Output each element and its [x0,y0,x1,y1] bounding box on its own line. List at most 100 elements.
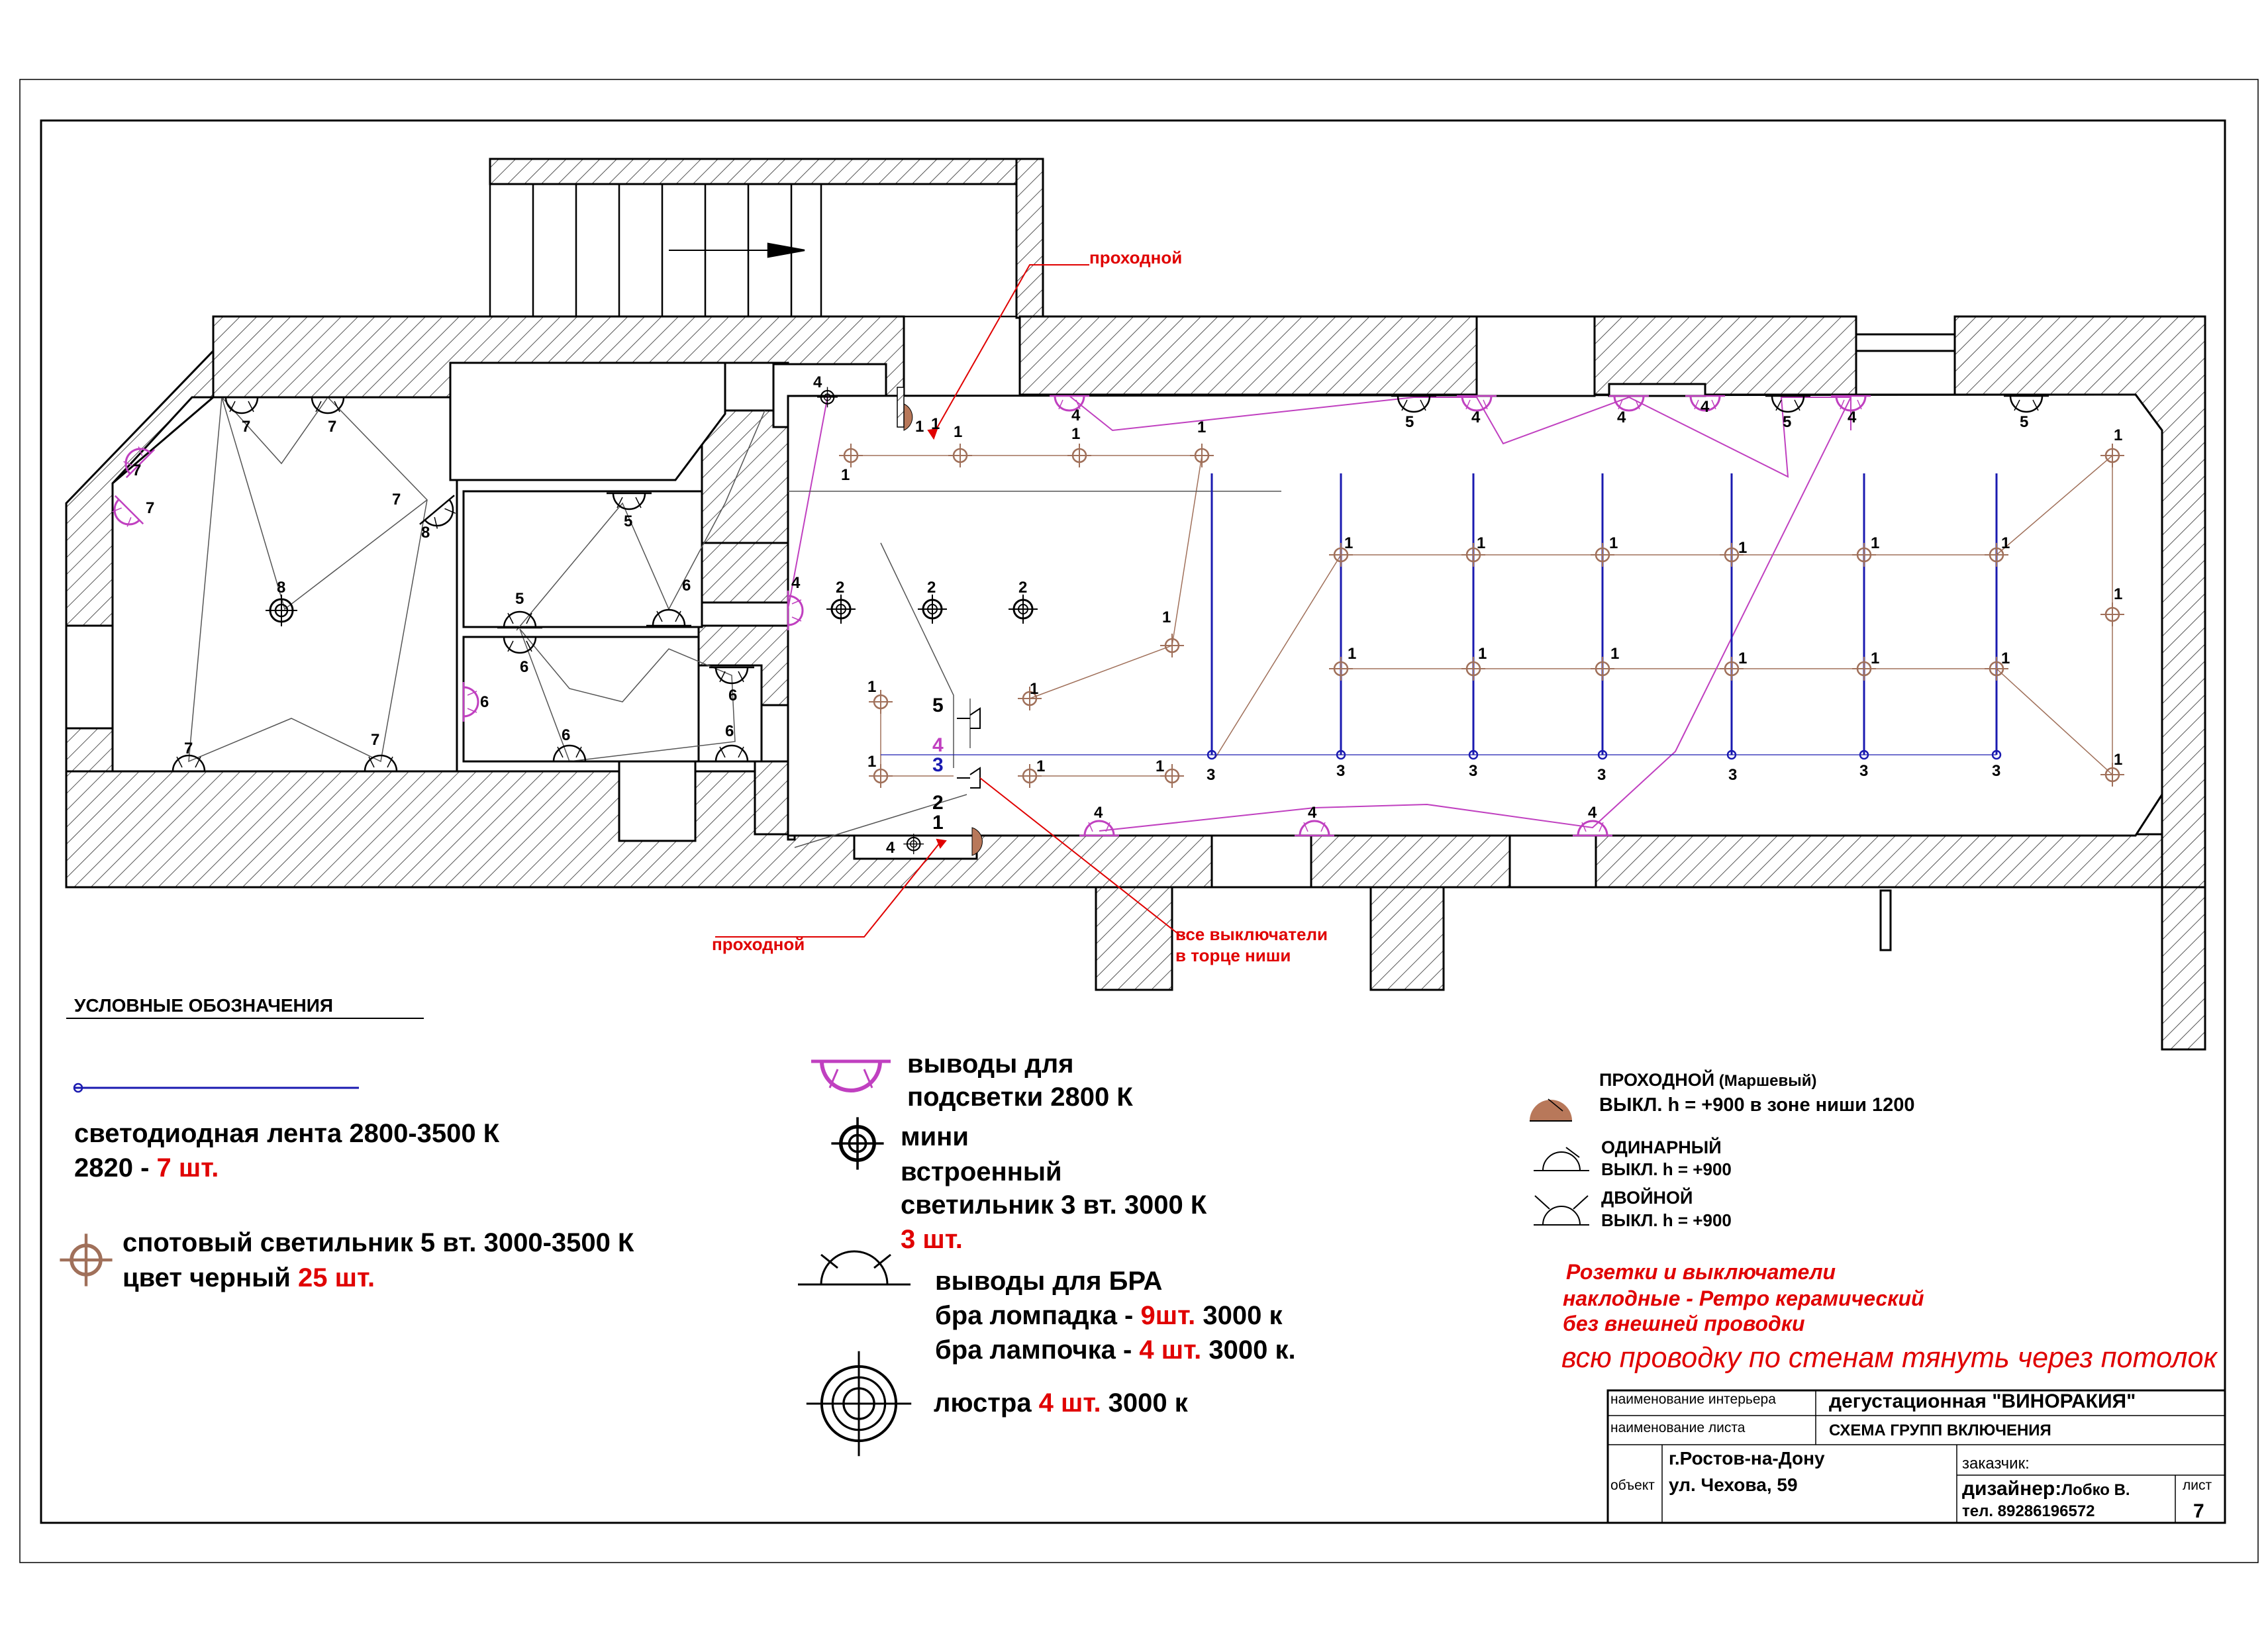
legend-mini-text-1: мини [901,1122,969,1151]
svg-text:1: 1 [2001,534,2010,552]
legend-mini-text-3: светильник 3 вт. 3000 К [901,1190,1207,1220]
svg-text:7: 7 [328,418,336,436]
legend-pass-switch-symbol [1530,1098,1572,1122]
legend-single-switch-text-1: ОДИНАРНЫЙ [1601,1137,1722,1157]
svg-text:1: 1 [2001,650,2010,667]
drawing-frame [40,119,2226,1524]
svg-text:1: 1 [841,466,850,484]
led-strips [1210,473,1998,755]
svg-text:7: 7 [242,418,250,436]
svg-text:7: 7 [146,499,154,517]
svg-text:6: 6 [728,687,737,704]
tb-interior-label: наименование интерьера [1610,1392,1776,1407]
note-line-3: без внешней проводки [1563,1312,1805,1335]
legend-double-switch-text-2: ВЫКЛ. h = +900 [1601,1210,1732,1230]
svg-text:5: 5 [2020,413,2028,431]
svg-text:1: 1 [915,418,924,436]
legend-pass-switch-text-1a: ПРОХОДНОЙ [1599,1069,1714,1090]
svg-text:1: 1 [1609,534,1618,552]
svg-text:4: 4 [813,373,822,391]
svg-text:6: 6 [725,722,734,740]
svg-text:7: 7 [184,740,193,757]
svg-text:ВЫКЛ. h = +900: ВЫКЛ. h = +900 [1601,1159,1732,1179]
svg-text:3: 3 [1336,762,1345,780]
legend-double-switch-symbol [1534,1195,1589,1226]
svg-text:3: 3 [932,754,944,776]
svg-text:5: 5 [624,512,632,530]
svg-text:3: 3 [1597,766,1606,784]
svg-text:1: 1 [931,415,940,433]
svg-text:светильник 3 вт. 3000 К: светильник 3 вт. 3000 К [901,1190,1207,1220]
legend-sconce-text-3a: бра лампочка - [935,1335,1139,1365]
svg-text:1: 1 [1071,425,1080,443]
legend-sconce-symbol [798,1250,911,1286]
legend-spot-count: 25 шт. [298,1263,375,1292]
svg-text:4: 4 [932,734,944,756]
svg-text:ДВОЙНОЙ: ДВОЙНОЙ [1601,1187,1693,1208]
legend-mini-text-2: встроенный [901,1157,1062,1186]
note-line-4: всю проводку по стенам тянуть через пото… [1561,1341,2218,1374]
svg-text:ПРОХОДНОЙ (Маршевый): ПРОХОДНОЙ (Маршевый) [1599,1069,1816,1090]
svg-text:подсветки 2800 К: подсветки 2800 К [907,1083,1133,1112]
svg-text:1: 1 [1036,757,1045,775]
svg-text:цвет черный 25 шт.: цвет черный 25 шт. [123,1263,375,1292]
svg-text:1: 1 [867,753,876,771]
svg-text:1: 1 [932,812,944,834]
tb-customer-label: заказчик: [1962,1455,2030,1473]
note-line-1: Розетки и выключатели [1566,1260,1836,1284]
svg-text:6: 6 [520,658,528,676]
svg-text:6: 6 [480,693,489,711]
legend-heading: УСЛОВНЫЕ ОБОЗНАЧЕНИЯ [74,995,333,1016]
legend-spot-text-2a: цвет черный [123,1263,298,1292]
svg-text:1: 1 [1478,645,1487,663]
legend-mini-count: 3 шт. [901,1225,963,1254]
legend-led-text-2a: 2820 - [74,1153,157,1183]
legend-led-symbol [73,1083,359,1093]
svg-text:светодиодная лента 2800-3500 К: светодиодная лента 2800-3500 К [74,1119,500,1148]
svg-text:7: 7 [132,461,141,479]
staircase [489,183,1018,318]
tb-sheet-no: 7 [2193,1500,2204,1522]
legend-chandelier-symbol [806,1351,912,1457]
legend-sconce-text-2c: 3000 к [1195,1301,1283,1330]
legend-led-count: 7 шт. [157,1153,219,1183]
svg-text:7: 7 [371,731,379,749]
svg-text:4: 4 [791,574,801,592]
svg-text:1: 1 [1030,680,1038,698]
all-switches-note-2: в торце ниши [1175,945,1291,965]
svg-text:2: 2 [836,579,844,597]
outer-sheet-border [19,79,2259,1563]
svg-text:4: 4 [1071,407,1081,424]
legend-spot-text-1: спотовый светильник 5 вт. 3000-3500 К [123,1228,634,1257]
tb-sheet-value: СХЕМА ГРУПП ВКЛЮЧЕНИЯ [1829,1422,2051,1439]
tb-city: г.Ростов-на-Дону [1669,1448,1825,1469]
pass-switches [897,387,983,856]
svg-text:6: 6 [682,577,691,595]
svg-text:1: 1 [1156,757,1164,775]
svg-text:4: 4 [1308,804,1317,822]
svg-text:1: 1 [1871,650,1879,667]
svg-text:6: 6 [562,726,570,744]
svg-text:мини: мини [901,1122,969,1151]
svg-text:4: 4 [1471,409,1481,426]
svg-text:бра ломпадка - 9шт. 3000 к: бра ломпадка - 9шт. 3000 к [935,1301,1283,1330]
svg-text:1: 1 [1738,650,1747,667]
svg-text:выводы для: выводы для [907,1049,1074,1079]
svg-text:1: 1 [1197,418,1206,436]
legend-chandelier-text-c: 3000 к [1101,1388,1189,1418]
svg-text:4: 4 [1094,804,1103,822]
tb-street: ул. Чехова, 59 [1669,1474,1798,1495]
all-switches-note-1: все выключатели [1175,924,1328,944]
svg-text:1: 1 [2114,751,2122,769]
svg-text:дизайнер:Лобко В.: дизайнер:Лобко В. [1962,1478,2130,1500]
legend-sconce-text-2a: бра ломпадка - [935,1301,1141,1330]
svg-text:3: 3 [1728,766,1737,784]
tb-phone: тел. 89286196572 [1962,1502,2095,1520]
svg-text:2: 2 [927,579,936,597]
legend-pass-switch-text-1b: (Маршевый) [1714,1072,1816,1090]
svg-text:выводы для БРА: выводы для БРА [935,1267,1162,1296]
svg-text:1: 1 [1610,645,1619,663]
svg-text:1: 1 [1738,539,1747,557]
